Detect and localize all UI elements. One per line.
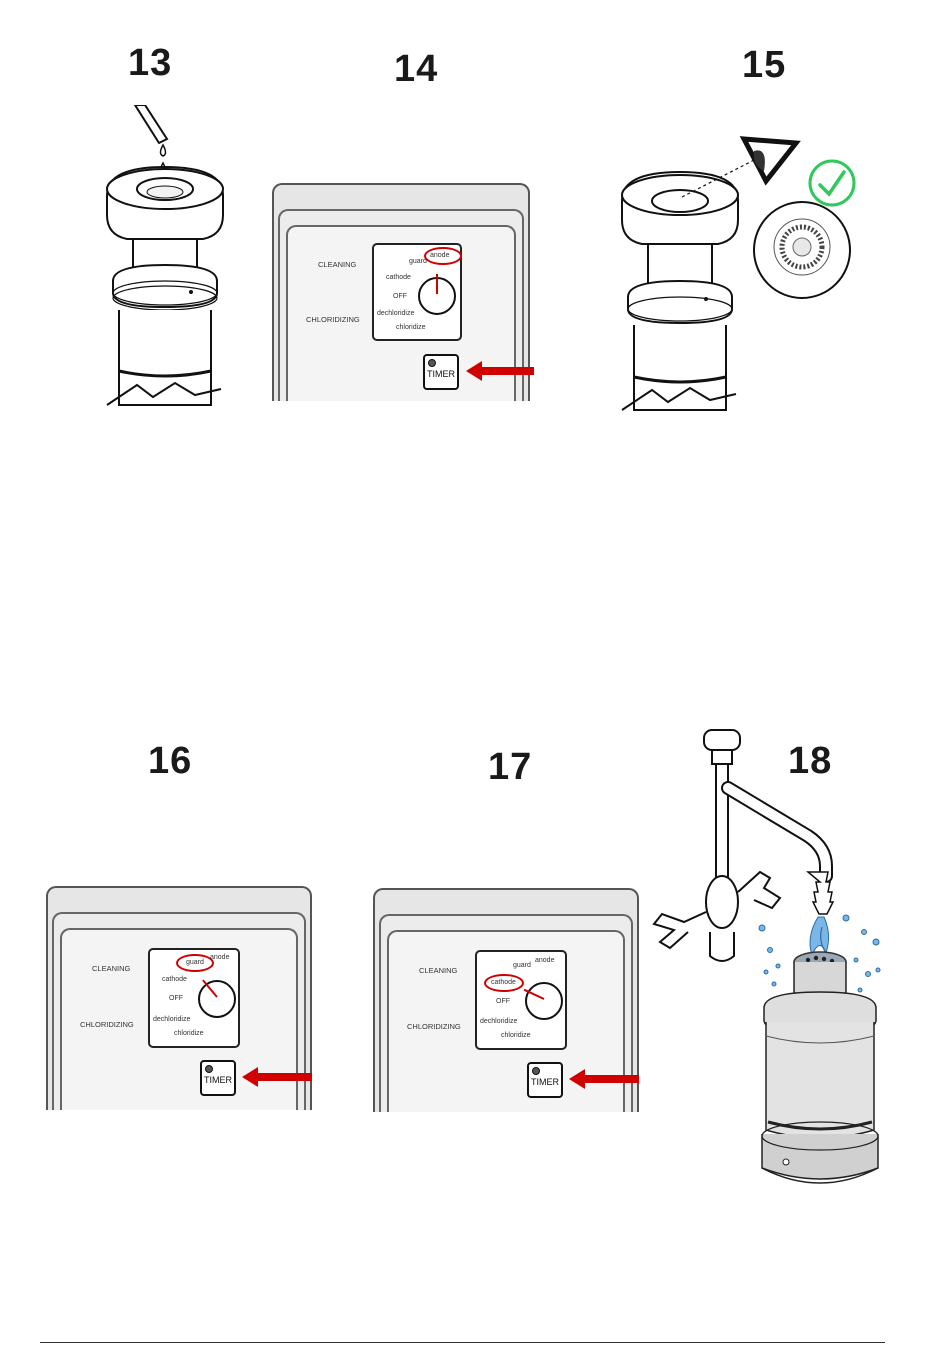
chloridizing-label: CHLORIDIZING bbox=[306, 315, 360, 324]
dial-knob[interactable] bbox=[525, 982, 563, 1020]
timer-label: TIMER bbox=[202, 1075, 234, 1085]
control-panel-14: CLEANING CHLORIDIZING guard anode cathod… bbox=[272, 183, 530, 401]
control-panel-17: CLEANING CHLORIDIZING guard anode cathod… bbox=[373, 888, 639, 1112]
chloridizing-label: CHLORIDIZING bbox=[407, 1022, 461, 1031]
dial-label-dechloridize: dechloridize bbox=[480, 1018, 517, 1025]
dial-label-chloridize: chloridize bbox=[501, 1032, 531, 1039]
pipette-icon bbox=[135, 105, 167, 143]
timer-button[interactable]: TIMER bbox=[527, 1062, 563, 1098]
step-number-15: 15 bbox=[742, 44, 786, 87]
dial-label-dechloridize: dechloridize bbox=[153, 1016, 190, 1023]
step-number-16: 16 bbox=[148, 740, 192, 783]
dial-label-off: OFF bbox=[393, 293, 407, 300]
dial-label-guard: guard bbox=[513, 962, 531, 969]
chloridizing-label: CHLORIDIZING bbox=[80, 1020, 134, 1029]
cleaning-label: CLEANING bbox=[318, 260, 356, 269]
red-arrow-icon bbox=[242, 1067, 314, 1087]
red-arrow-icon bbox=[466, 361, 536, 381]
mode-selector-dial[interactable]: guard anode cathode OFF dechloridize chl… bbox=[475, 950, 567, 1050]
dial-label-dechloridize: dechloridize bbox=[377, 310, 414, 317]
cleaning-label: CLEANING bbox=[92, 964, 130, 973]
eye-icon bbox=[744, 139, 796, 181]
mode-selector-dial[interactable]: guard anode cathode OFF dechloridize chl… bbox=[372, 243, 462, 341]
selected-indicator-ring bbox=[424, 247, 462, 265]
electrode-drops-illustration bbox=[95, 105, 235, 415]
dial-label-chloridize: chloridize bbox=[396, 324, 426, 331]
mode-selector-dial[interactable]: guard anode cathode OFF dechloridize chl… bbox=[148, 948, 240, 1048]
dial-label-chloridize: chloridize bbox=[174, 1030, 204, 1037]
faucet-icon bbox=[654, 730, 833, 961]
dial-label-cathode: cathode bbox=[386, 274, 411, 281]
selected-indicator-ring bbox=[484, 974, 524, 992]
selected-indicator-ring bbox=[176, 954, 214, 972]
dial-label-anode: anode bbox=[210, 954, 229, 961]
dial-label-anode: anode bbox=[535, 957, 554, 964]
inspection-detail-illustration bbox=[680, 125, 880, 320]
faucet-rinse-illustration bbox=[650, 722, 890, 1212]
page-footer-rule bbox=[40, 1342, 885, 1343]
step-number-14: 14 bbox=[394, 48, 438, 91]
dial-pointer bbox=[436, 274, 438, 294]
timer-led bbox=[205, 1065, 213, 1073]
timer-led bbox=[532, 1067, 540, 1075]
dial-label-off: OFF bbox=[169, 995, 183, 1002]
timer-button[interactable]: TIMER bbox=[200, 1060, 236, 1096]
dial-label-off: OFF bbox=[496, 998, 510, 1005]
dial-label-cathode: cathode bbox=[162, 976, 187, 983]
step-number-17: 17 bbox=[488, 746, 532, 789]
timer-label: TIMER bbox=[425, 369, 457, 379]
check-mark-icon bbox=[810, 161, 854, 205]
timer-led bbox=[428, 359, 436, 367]
timer-label: TIMER bbox=[529, 1077, 561, 1087]
control-panel-16: CLEANING CHLORIDIZING guard anode cathod… bbox=[46, 886, 312, 1110]
drop-icon bbox=[161, 145, 166, 156]
timer-button[interactable]: TIMER bbox=[423, 354, 459, 390]
red-arrow-icon bbox=[569, 1069, 641, 1089]
cleaning-label: CLEANING bbox=[419, 966, 457, 975]
step-number-13: 13 bbox=[128, 42, 172, 85]
dial-knob[interactable] bbox=[198, 980, 236, 1018]
